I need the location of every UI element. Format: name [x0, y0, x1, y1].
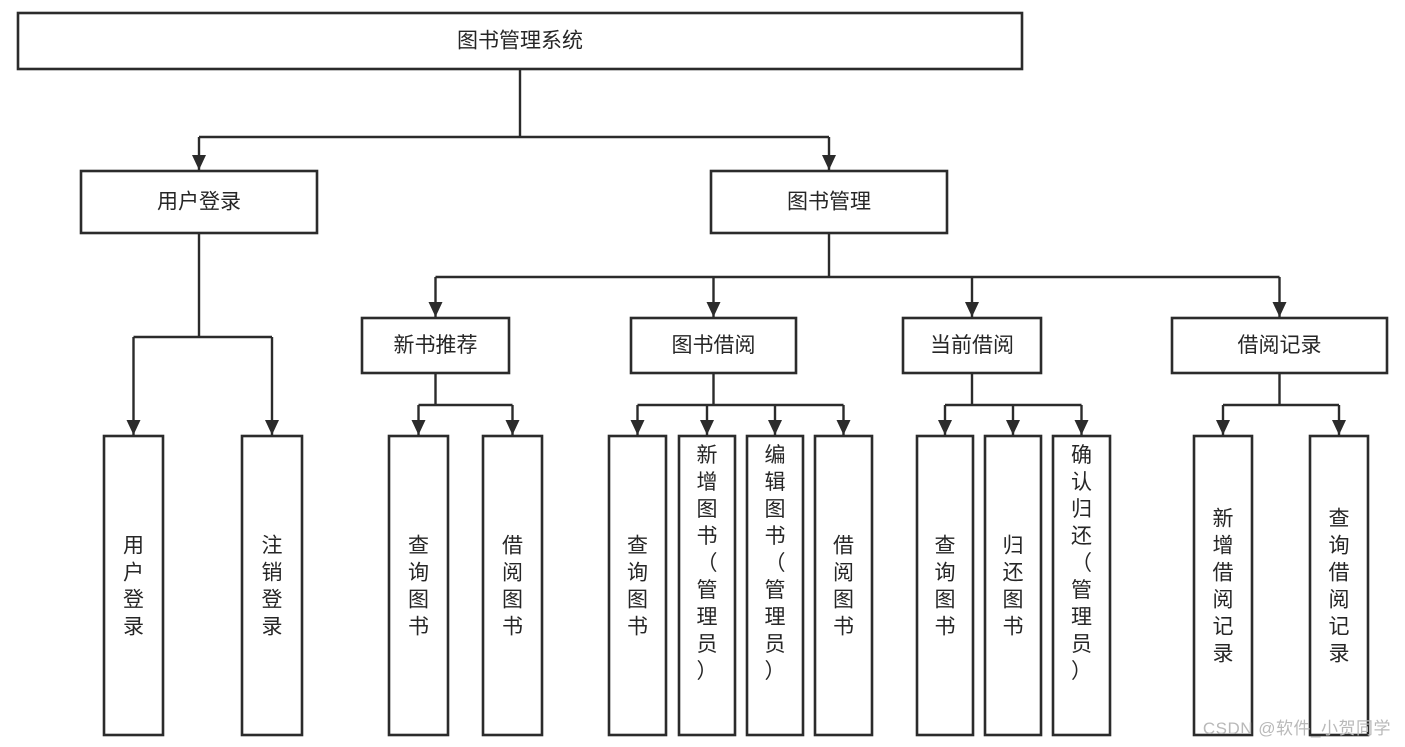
arrow-head-book-borrow-to-leaf-query-book-borrow	[630, 420, 645, 435]
node-box-leaf-borrow-book-recommend	[481, 434, 544, 737]
node-leaf-query-book-recommend[interactable]: 查询图书	[387, 434, 450, 737]
nodes-layer: 图书管理系统用户登录图书管理新书推荐图书借阅当前借阅借阅记录用户登录注销登录查询…	[16, 11, 1389, 737]
node-box-leaf-add-borrow-record	[1192, 434, 1254, 737]
node-box-leaf-edit-book-admin	[745, 434, 805, 737]
node-label-leaf-query-borrow-record: 查询借阅记录	[1329, 508, 1350, 666]
node-label-book-manage: 图书管理	[787, 191, 871, 214]
node-label-leaf-user-login: 用户登录	[123, 535, 144, 639]
node-box-leaf-user-logout	[240, 434, 304, 737]
node-label-borrow-record: 借阅记录	[1238, 334, 1322, 357]
node-label-current-borrow: 当前借阅	[930, 334, 1014, 357]
node-book-manage[interactable]: 图书管理	[709, 169, 949, 235]
node-root[interactable]: 图书管理系统	[16, 11, 1024, 71]
node-label-new-book-recommend: 新书推荐	[394, 334, 478, 357]
arrow-head-root-to-book-manage	[822, 155, 836, 170]
node-label-leaf-return-book: 归还图书	[1003, 535, 1024, 639]
node-box-new-book-recommend	[360, 316, 511, 375]
node-box-borrow-record	[1170, 316, 1389, 375]
node-box-root	[16, 11, 1024, 71]
node-leaf-user-login[interactable]: 用户登录	[102, 434, 165, 737]
node-box-leaf-query-book-current	[915, 434, 975, 737]
arrow-head-bm-to-current-borrow	[965, 302, 979, 317]
arrow-head-book-borrow-to-leaf-borrow-book	[836, 420, 851, 435]
node-label-user-login: 用户登录	[157, 191, 241, 214]
node-borrow-record[interactable]: 借阅记录	[1170, 316, 1389, 375]
node-box-leaf-user-login	[102, 434, 165, 737]
node-box-user-login	[79, 169, 319, 235]
node-leaf-edit-book-admin[interactable]: 编辑图书（管理员）	[745, 434, 805, 737]
node-leaf-query-book-current[interactable]: 查询图书	[915, 434, 975, 737]
node-box-leaf-return-book	[983, 434, 1043, 737]
arrow-head-borrow-record-to-leaf-add-borrow-record	[1216, 420, 1230, 435]
node-leaf-borrow-book-recommend[interactable]: 借阅图书	[481, 434, 544, 737]
arrow-head-new-book-recommend-to-leaf-borrow-book-recommend	[505, 420, 520, 435]
node-box-leaf-query-book-recommend	[387, 434, 450, 737]
arrow-head-book-borrow-to-leaf-add-book-admin	[700, 420, 714, 435]
node-box-leaf-borrow-book	[813, 434, 874, 737]
arrow-head-root-to-user-login	[192, 155, 206, 170]
node-leaf-user-logout[interactable]: 注销登录	[240, 434, 304, 737]
node-book-borrow[interactable]: 图书借阅	[629, 316, 798, 375]
node-label-leaf-edit-book-admin: 编辑图书（管理员）	[765, 444, 786, 683]
node-box-leaf-query-book-borrow	[607, 434, 668, 737]
node-box-book-borrow	[629, 316, 798, 375]
node-new-book-recommend[interactable]: 新书推荐	[360, 316, 511, 375]
arrow-head-current-borrow-to-leaf-confirm-return-admin	[1074, 420, 1089, 435]
node-leaf-query-borrow-record[interactable]: 查询借阅记录	[1308, 434, 1370, 737]
node-label-leaf-query-book-current: 查询图书	[935, 535, 956, 639]
arrow-head-new-book-recommend-to-leaf-query-book-recommend	[411, 420, 426, 435]
arrow-head-bm-to-new-book-recommend	[428, 302, 443, 317]
node-label-leaf-borrow-book: 借阅图书	[833, 535, 854, 639]
node-label-root: 图书管理系统	[457, 30, 583, 53]
node-label-leaf-query-book-recommend: 查询图书	[408, 535, 429, 639]
arrow-head-bm-to-borrow-record	[1272, 302, 1287, 317]
node-label-leaf-user-logout: 注销登录	[262, 535, 283, 639]
arrow-head-bm-to-book-borrow	[706, 302, 721, 317]
node-label-leaf-add-book-admin: 新增图书（管理员）	[697, 444, 718, 683]
node-current-borrow[interactable]: 当前借阅	[901, 316, 1043, 375]
node-box-leaf-add-book-admin	[677, 434, 737, 737]
node-box-leaf-query-borrow-record	[1308, 434, 1370, 737]
node-leaf-add-book-admin[interactable]: 新增图书（管理员）	[677, 434, 737, 737]
node-label-leaf-borrow-book-recommend: 借阅图书	[502, 535, 523, 639]
edges-layer	[126, 69, 1346, 435]
node-label-leaf-confirm-return-admin: 确认归还（管理员）	[1071, 444, 1092, 683]
node-user-login[interactable]: 用户登录	[79, 169, 319, 235]
node-leaf-query-book-borrow[interactable]: 查询图书	[607, 434, 668, 737]
node-box-current-borrow	[901, 316, 1043, 375]
node-box-leaf-confirm-return-admin	[1051, 434, 1112, 737]
arrow-head-user-login-to-leaf-user-login	[126, 420, 141, 435]
node-label-book-borrow: 图书借阅	[672, 334, 756, 357]
node-label-leaf-query-book-borrow: 查询图书	[627, 535, 648, 639]
node-label-leaf-add-borrow-record: 新增借阅记录	[1213, 508, 1234, 666]
node-leaf-borrow-book[interactable]: 借阅图书	[813, 434, 874, 737]
node-leaf-return-book[interactable]: 归还图书	[983, 434, 1043, 737]
arrow-head-book-borrow-to-leaf-edit-book-admin	[768, 420, 782, 435]
node-leaf-add-borrow-record[interactable]: 新增借阅记录	[1192, 434, 1254, 737]
arrow-head-current-borrow-to-leaf-query-book-current	[938, 420, 952, 435]
node-leaf-confirm-return-admin[interactable]: 确认归还（管理员）	[1051, 434, 1112, 737]
arrow-head-current-borrow-to-leaf-return-book	[1006, 420, 1020, 435]
node-box-book-manage	[709, 169, 949, 235]
arrow-head-user-login-to-leaf-user-logout	[265, 420, 279, 435]
arrow-head-borrow-record-to-leaf-query-borrow-record	[1332, 420, 1346, 435]
